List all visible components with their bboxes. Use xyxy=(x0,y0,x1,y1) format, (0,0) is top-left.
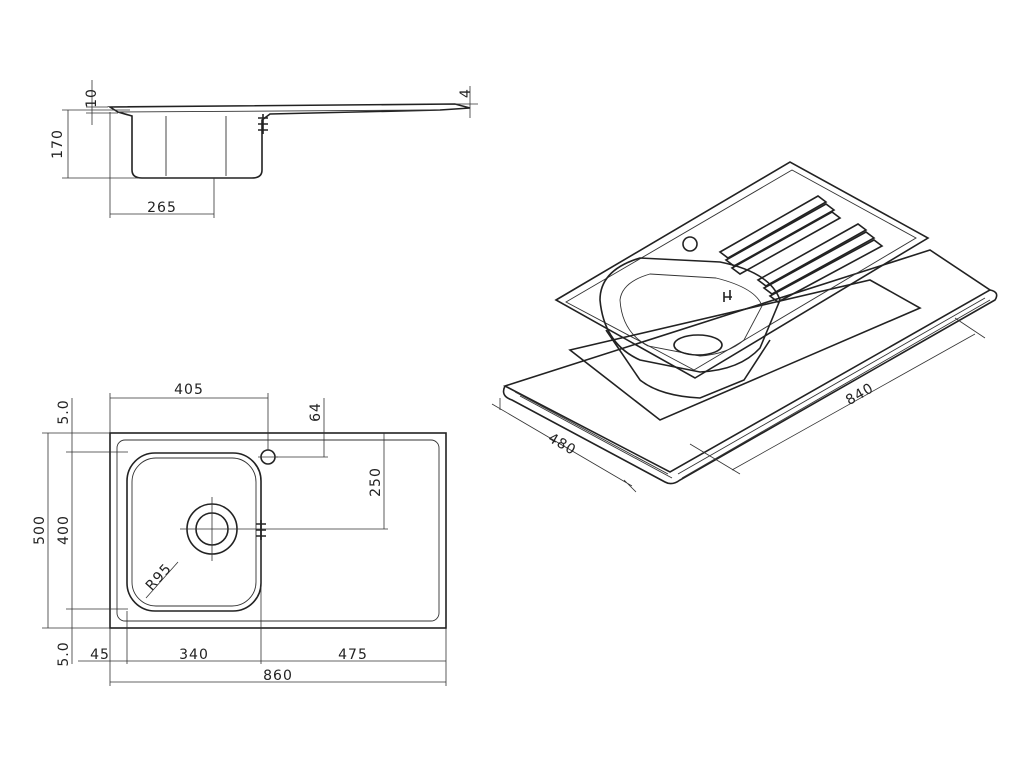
iso-overflow xyxy=(723,290,732,302)
dim-edge-top-label: 5.0 xyxy=(56,399,72,424)
iso-drainer-grooves xyxy=(718,195,884,303)
countertop-front-edge xyxy=(502,289,998,485)
iso-drain xyxy=(673,334,723,356)
dim-depth-label: 170 xyxy=(50,129,66,159)
dim-width-outer-label: 500 xyxy=(32,515,48,545)
dim-tap-offset-label: 405 xyxy=(174,382,204,398)
top-view: 405 64 250 500 400 5.0 5.0 45 340 475 xyxy=(32,382,447,686)
dim-line xyxy=(491,398,637,493)
dim-drainer-length-label: 475 xyxy=(338,647,368,663)
dim-line xyxy=(689,317,986,475)
side-view-overflow xyxy=(258,114,268,134)
dim-edge-bottom-label: 5.0 xyxy=(56,641,72,666)
iso-tap-hole xyxy=(682,236,698,252)
top-view-outline xyxy=(109,432,447,629)
dim-drain-offset-label: 250 xyxy=(368,467,384,497)
dim-flange-label: 10 xyxy=(84,88,100,108)
dim-bowl-length-label: 340 xyxy=(179,647,209,663)
dim-bowl-width-label: 265 xyxy=(147,200,177,216)
side-view-profile xyxy=(107,103,471,179)
iso-view: 480 840 xyxy=(491,161,998,493)
countertop-cutout xyxy=(568,279,922,421)
countertop-edge-hatch xyxy=(514,297,991,479)
dim-total-length-label: 860 xyxy=(263,668,293,684)
iso-sink-flange-inner xyxy=(565,169,917,371)
dim-left-margin-label: 45 xyxy=(90,647,110,663)
dim-cutout-width-label: 480 xyxy=(545,430,579,459)
side-view-flange-line xyxy=(117,109,441,113)
dim-width-inner-label: 400 xyxy=(56,515,72,545)
top-view-flange xyxy=(116,439,440,622)
overflow-marker xyxy=(256,520,266,540)
dim-line xyxy=(145,561,179,599)
dim-tap-hole-label: 64 xyxy=(308,402,324,422)
side-view: 10 170 265 4 xyxy=(50,80,478,218)
iso-sink-flange xyxy=(554,161,930,379)
iso-bowl-rim xyxy=(599,257,781,373)
top-view-bowl-inner xyxy=(131,457,257,607)
dim-corner-radius-label: R95 xyxy=(143,561,175,594)
countertop-top xyxy=(502,249,992,473)
dim-thickness-label: 4 xyxy=(458,88,474,98)
iso-bowl-body xyxy=(605,329,771,399)
iso-bowl-inner xyxy=(619,273,763,357)
